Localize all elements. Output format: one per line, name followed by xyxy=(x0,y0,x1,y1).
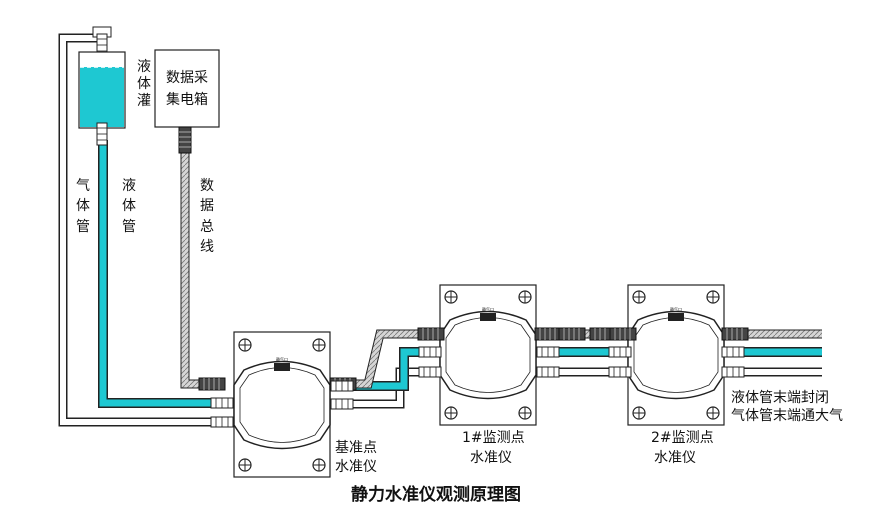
gas-pipe-label-c2: 体 xyxy=(76,198,90,214)
end-note-line1: 液体管末端封闭 xyxy=(731,390,829,406)
gas-pipe-label-c3: 管 xyxy=(76,219,90,235)
base-instrument-label-line1: 基准点 xyxy=(335,439,377,456)
monitor1-label-line2: 水准仪 xyxy=(470,450,512,466)
liquid-pipe-label-c3: 管 xyxy=(122,219,136,235)
monitor2-label-line2: 水准仪 xyxy=(654,450,696,466)
diagram-title: 静力水准仪观测原理图 xyxy=(351,484,521,505)
liquid-pipe-label-c1: 液 xyxy=(122,178,136,194)
data-bus-label-c2: 据 xyxy=(200,198,214,214)
monitor2-label-line1: 2#监测点 xyxy=(651,430,714,446)
liquid-tank xyxy=(78,26,126,146)
daq-box-label-line1: 数据采 xyxy=(166,70,208,86)
data-bus-label-c1: 数 xyxy=(200,178,214,194)
device-mark: 静气口 xyxy=(482,306,494,312)
gas-pipe-label-c1: 气 xyxy=(76,178,90,194)
monitor1-label-line1: 1#监测点 xyxy=(462,430,525,446)
liquid-tank-label-c2: 体 xyxy=(137,76,151,92)
monitor1-level-instrument: 静气口 xyxy=(439,284,537,426)
liquid-tank-label-c3: 灌 xyxy=(137,93,151,109)
device-mark: 静气口 xyxy=(670,306,682,312)
liquid-pipe-label-c2: 体 xyxy=(122,198,136,214)
base-level-instrument: 静气口 xyxy=(233,331,331,478)
daq-box-label-line2: 集电箱 xyxy=(166,91,208,108)
monitor2-level-instrument: 静气口 xyxy=(627,284,725,426)
data-bus-label-c3: 总 xyxy=(200,219,214,235)
base-instrument-label-line2: 水准仪 xyxy=(335,459,377,475)
device-mark: 静气口 xyxy=(276,356,288,362)
liquid-tank-label-c1: 液 xyxy=(137,59,151,75)
end-note-line2: 气体管末端通大气 xyxy=(731,408,843,424)
data-acquisition-box xyxy=(154,49,220,154)
data-bus-label-c4: 线 xyxy=(200,239,214,255)
